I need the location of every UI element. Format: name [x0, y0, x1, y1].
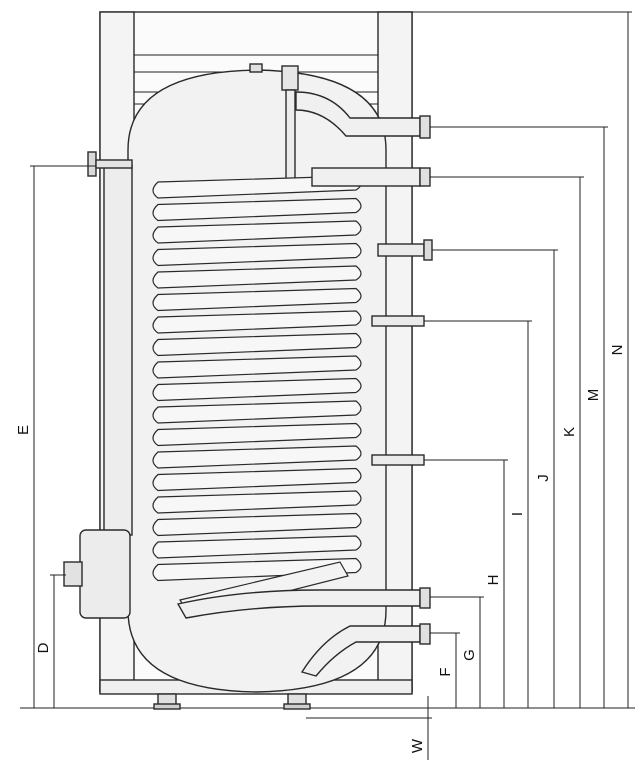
coil-turn [152, 490, 362, 514]
coil-turn [152, 197, 362, 222]
coil-turn [152, 242, 362, 267]
label-f: F [437, 667, 454, 676]
right-connections [311, 115, 433, 645]
coil-turn [152, 287, 362, 312]
coil-turn [152, 220, 362, 244]
label-m: M [585, 389, 602, 402]
label-n: N [609, 345, 626, 356]
coil-turn [152, 400, 362, 424]
coil-turn [152, 310, 362, 334]
coil-turn [152, 422, 362, 447]
label-e: E [15, 425, 32, 435]
left-pipe [87, 151, 133, 536]
label-h: H [485, 575, 502, 586]
coil-turn [152, 445, 362, 469]
label-w: W [409, 738, 426, 753]
dimension-labels: N M K J I H G F E D W [15, 345, 626, 754]
coil-turn [152, 467, 362, 492]
feet [153, 693, 311, 710]
label-j: J [535, 474, 552, 482]
coil-turn [152, 377, 362, 402]
coil-turn [152, 512, 362, 537]
coil-turn [152, 332, 362, 357]
coil-turn [152, 535, 362, 559]
label-d: D [35, 642, 52, 653]
coil-turn [152, 355, 362, 379]
top-fittings [249, 63, 299, 187]
label-i: I [509, 512, 526, 516]
label-k: K [561, 427, 578, 437]
coil-turn [152, 265, 362, 289]
label-g: G [461, 649, 478, 661]
heating-element-flange [63, 529, 131, 619]
coil-turn [152, 557, 362, 582]
dimension-lines [30, 11, 632, 760]
